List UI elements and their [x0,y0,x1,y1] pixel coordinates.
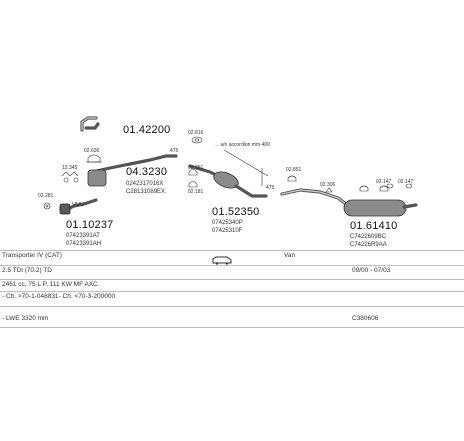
divider [0,291,464,292]
part-number-02-951: 02.951 [188,165,204,171]
part-number-02-851: 02.851 [286,167,302,173]
catalogue-code: C380606 [352,315,379,322]
part-number-02-636: 02.636 [84,148,100,154]
part-ref-04-3230-2: C28131089EX [126,189,166,195]
part-ref-01-61410-1: C7422609BC [350,234,387,240]
rear-pipe-part [280,175,348,206]
rear-clamp-part [325,187,333,193]
part-number-02-147: 02.147 [376,179,392,185]
divider [0,250,464,251]
gasket-part [191,136,203,144]
part-number-02-281: 02.281 [38,193,54,199]
catalyst-part [87,154,178,187]
part-number-04-3230: 04.3230 [126,166,168,178]
accordion-note: → a/o accordion mm 400 [214,142,270,148]
divider [0,327,464,328]
center-clamp-part [188,169,198,188]
part-number-01-42200: 01.42200 [123,124,171,136]
part-ref-01-52350-1: 07425340P [212,220,243,226]
clamp-part [86,154,102,163]
rubber-hanger-part [386,183,413,189]
engine-description: 2.5 TDi (70.2) TD [2,267,52,274]
middle-silencer-part [188,149,269,198]
part-ref-04-3230-1: 0242317016X [126,181,164,187]
part-number-12-345: 12.345 [62,165,78,171]
exhaust-system-diagram: 01.42200 02.816 02.636 → a/o accordion m… [38,116,418,248]
engine-spec: 2461 cc, 75 L P, 111 KW MF AXC [2,281,98,288]
divider [0,265,464,266]
part-number-01-10237: 01.10237 [66,219,114,231]
chassis-range: - Ch. >70-1-048831- Ch. <70-3-200000 [2,293,116,300]
dimension-label-top: 475 [170,148,179,154]
part-ref-01-52350-2: 07425310F [212,228,243,234]
dimension-label-middle: 475 [266,185,275,191]
part-number-01-61410: 01.61410 [350,220,398,232]
part-number-02-147-b: 02.147 [398,179,414,185]
van-silhouette-icon [212,252,232,270]
part-number-02-181: 02.181 [188,189,204,195]
part-number-02-306: 02.306 [320,182,336,188]
wheelbase: - LWE 3320 mm [2,315,49,322]
part-number-01-52350: 01.52350 [212,206,260,218]
rear-silencer-part [343,185,418,217]
flange-part [43,202,51,210]
divider [0,279,464,280]
vehicle-name: Transporter IV (CAT) [2,252,62,259]
exhaust-parts-drawing [43,116,418,217]
part-number-02-816: 02.816 [188,130,204,136]
bracket-part [61,171,79,183]
divider [0,306,464,307]
part-ref-01-10237-1: 07423391AT [66,233,100,239]
body-type: Van [284,252,296,259]
part-ref-01-10237-2: 07423391AH [66,241,102,247]
production-dates: 09/00 - 07/03 [352,267,391,274]
part-ref-01-61410-2: C74226R9AA [350,242,387,248]
front-pipe-part [80,116,100,132]
front-flex-pipe-part [59,198,98,215]
